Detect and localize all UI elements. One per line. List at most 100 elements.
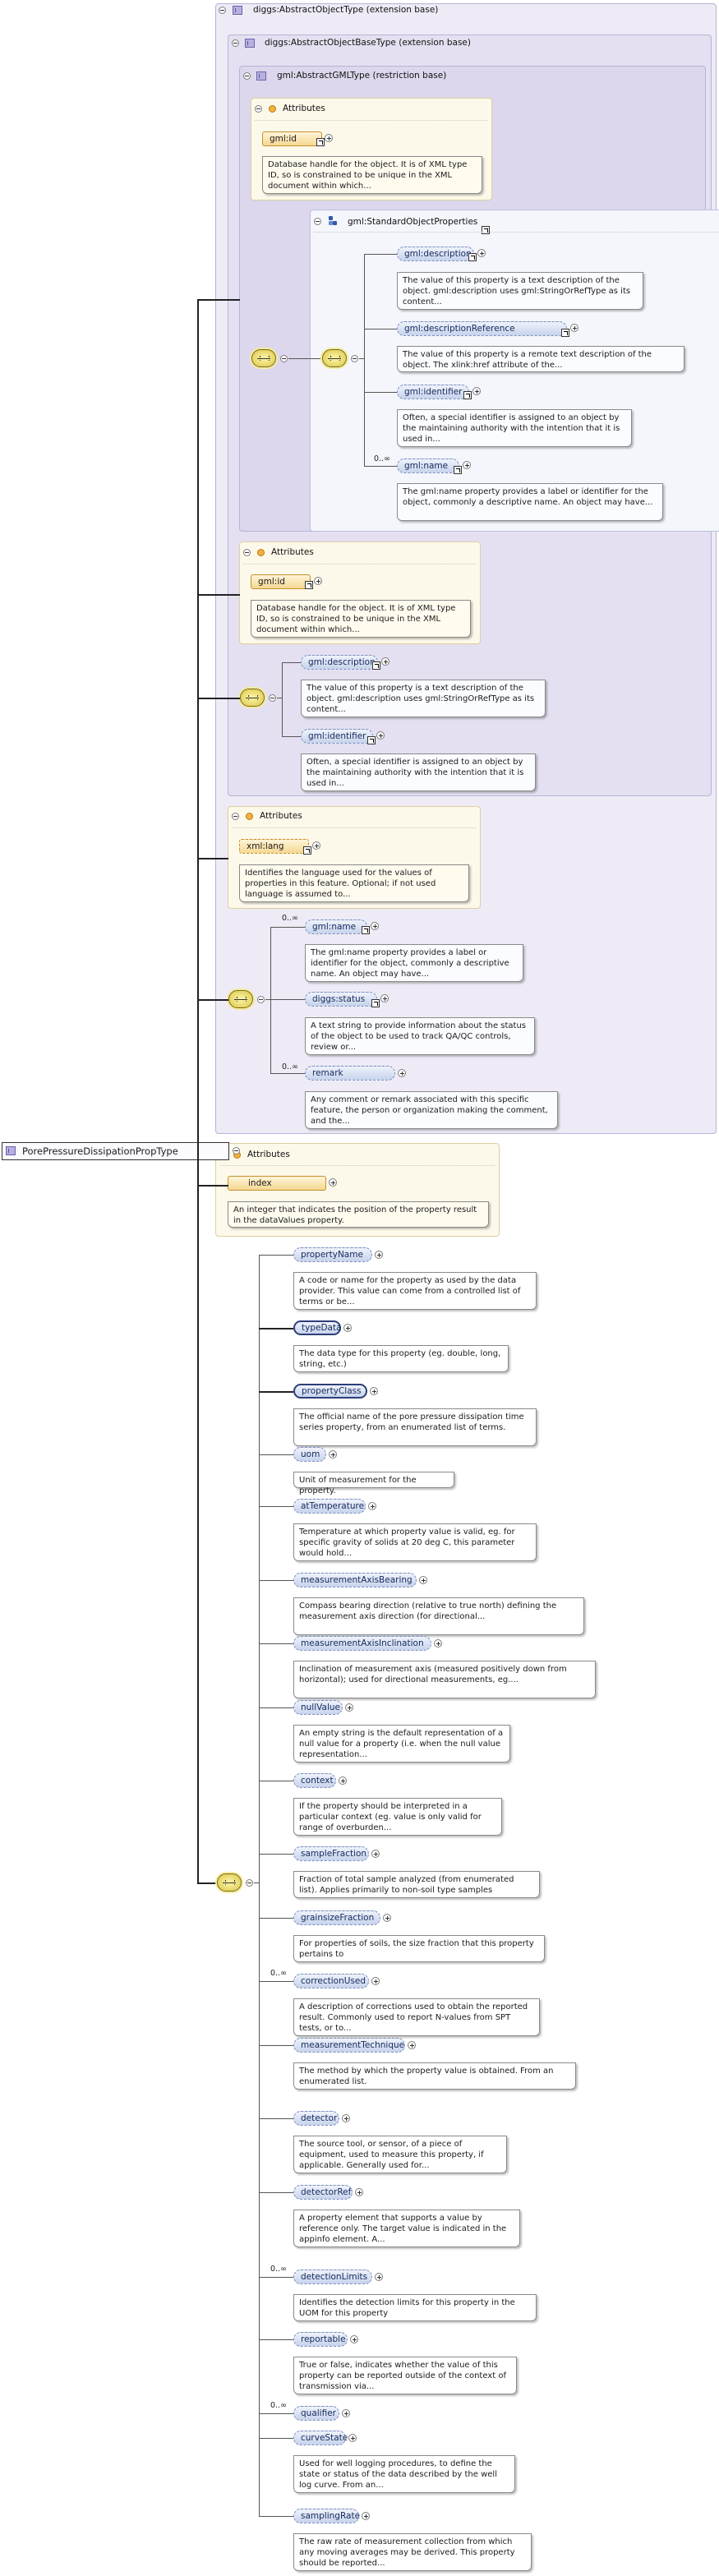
collapse-toggle[interactable]	[314, 218, 321, 225]
expand-icon[interactable]	[570, 324, 578, 332]
collapse-toggle[interactable]	[255, 105, 262, 113]
expand-icon[interactable]	[329, 1450, 337, 1459]
tree-connector	[259, 2045, 293, 2046]
reference-icon	[463, 391, 472, 399]
expand-icon[interactable]	[343, 1324, 352, 1332]
expand-icon[interactable]	[408, 2041, 416, 2049]
element-gml-description[interactable]: gml:description	[397, 247, 474, 261]
documentation-note: The raw rate of measurement collection f…	[293, 2533, 532, 2571]
panel-title: diggs:AbstractObjectBaseType (extension …	[265, 38, 471, 48]
collapse-toggle[interactable]	[233, 1147, 240, 1154]
element-samplingRate[interactable]: samplingRate	[293, 2509, 360, 2523]
collapse-toggle[interactable]	[243, 72, 251, 80]
element-gml-description-reference[interactable]: gml:descriptionReference	[397, 321, 567, 336]
expand-icon[interactable]	[325, 134, 333, 142]
expand-icon[interactable]	[383, 1914, 391, 1922]
expand-icon[interactable]	[342, 2409, 350, 2417]
attribute-gml-id[interactable]: gml:id	[251, 574, 311, 589]
expand-icon[interactable]	[375, 2273, 383, 2281]
element-gml-identifier[interactable]: gml:identifier	[397, 385, 469, 399]
tree-connector	[259, 1918, 293, 1919]
expand-icon[interactable]	[362, 2512, 370, 2520]
attribute-xml-lang[interactable]: xml:lang	[239, 839, 309, 854]
expand-icon[interactable]	[355, 2188, 363, 2196]
documentation-note: Unit of measurement for the property.	[293, 1472, 454, 1495]
sequence-compositor-icon	[228, 990, 253, 1008]
expand-icon[interactable]	[434, 1639, 442, 1647]
attribute-gml-id[interactable]: gml:id	[262, 131, 322, 146]
element-remark[interactable]: remark	[305, 1066, 395, 1081]
collapse-toggle[interactable]	[246, 1879, 253, 1887]
element-typeData[interactable]: typeData	[293, 1320, 342, 1335]
element-measurementAxisInclination[interactable]: measurementAxisInclination	[293, 1636, 431, 1651]
element-reportable[interactable]: reportable	[293, 2332, 348, 2347]
tree-connector	[259, 2339, 293, 2340]
expand-icon[interactable]	[314, 577, 322, 585]
expand-icon[interactable]	[348, 2434, 357, 2442]
element-grainsizeFraction[interactable]: grainsizeFraction	[293, 1910, 380, 1925]
documentation-note: The method by which the property value i…	[293, 2062, 576, 2090]
element-sampleFraction[interactable]: sampleFraction	[293, 1846, 369, 1861]
reference-icon	[305, 581, 313, 589]
reference-icon	[303, 846, 311, 855]
occurrence-label: 0..∞	[282, 1062, 298, 1071]
element-atTemperature[interactable]: atTemperature	[293, 1499, 366, 1514]
complex-type-icon	[233, 6, 242, 15]
collapse-toggle[interactable]	[269, 694, 276, 702]
expand-icon[interactable]	[312, 841, 320, 850]
tree-connector	[259, 1506, 293, 1507]
documentation-note: Database handle for the object. It is of…	[262, 156, 482, 194]
collapse-toggle[interactable]	[232, 813, 239, 820]
element-detectorRef[interactable]: detectorRef	[293, 2185, 353, 2200]
collapse-toggle[interactable]	[243, 549, 251, 556]
element-gml-name[interactable]: gml:name	[305, 919, 367, 934]
expand-icon[interactable]	[371, 1977, 380, 1985]
element-measurementTechnique[interactable]: measurementTechnique	[293, 2038, 405, 2053]
expand-icon[interactable]	[381, 657, 389, 666]
element-context[interactable]: context	[293, 1773, 336, 1788]
tree-connector	[259, 2192, 293, 2193]
collapse-toggle[interactable]	[257, 996, 265, 1003]
collapse-toggle[interactable]	[219, 7, 226, 14]
expand-icon[interactable]	[329, 1178, 337, 1187]
tree-connector	[259, 1255, 293, 1256]
element-detector[interactable]: detector	[293, 2111, 339, 2126]
element-gml-identifier[interactable]: gml:identifier	[301, 729, 373, 744]
sequence-compositor-icon	[251, 349, 276, 367]
element-measurementAxisBearing[interactable]: measurementAxisBearing	[293, 1573, 417, 1588]
expand-icon[interactable]	[345, 1703, 353, 1712]
expand-icon[interactable]	[398, 1069, 406, 1077]
tree-connector	[259, 1454, 293, 1455]
element-gml-name[interactable]: gml:name	[397, 459, 459, 473]
expand-icon[interactable]	[342, 2114, 350, 2122]
expand-icon[interactable]	[371, 1850, 380, 1858]
element-propertyClass[interactable]: propertyClass	[293, 1384, 367, 1399]
collapse-toggle[interactable]	[232, 39, 239, 47]
element-propertyName[interactable]: propertyName	[293, 1247, 372, 1262]
expand-icon[interactable]	[371, 922, 379, 930]
element-uom[interactable]: uom	[293, 1447, 326, 1462]
expand-icon[interactable]	[375, 1251, 383, 1259]
attribute-index[interactable]: index	[228, 1176, 326, 1191]
element-detectionLimits[interactable]: detectionLimits	[293, 2270, 372, 2284]
element-correctionUsed[interactable]: correctionUsed	[293, 1974, 369, 1988]
expand-icon[interactable]	[472, 387, 481, 395]
element-qualifier[interactable]: qualifier	[293, 2406, 339, 2421]
collapse-toggle[interactable]	[280, 355, 288, 362]
root-type-PorePressureDissipationPropType[interactable]: PorePressureDissipationPropType	[2, 1142, 229, 1160]
expand-icon[interactable]	[376, 731, 385, 740]
element-nullValue[interactable]: nullValue	[293, 1700, 343, 1715]
expand-icon[interactable]	[419, 1576, 427, 1584]
element-diggs-status[interactable]: diggs:status	[305, 992, 377, 1007]
expand-icon[interactable]	[477, 249, 486, 257]
expand-icon[interactable]	[370, 1387, 378, 1395]
expand-icon[interactable]	[350, 2335, 358, 2343]
expand-icon[interactable]	[463, 461, 471, 469]
collapse-toggle[interactable]	[351, 355, 358, 362]
expand-icon[interactable]	[339, 1776, 347, 1785]
expand-icon[interactable]	[380, 994, 389, 1002]
element-gml-description[interactable]: gml:description	[301, 655, 378, 670]
element-curveState[interactable]: curveState	[293, 2431, 348, 2445]
group-icon	[329, 216, 340, 226]
expand-icon[interactable]	[368, 1502, 376, 1510]
